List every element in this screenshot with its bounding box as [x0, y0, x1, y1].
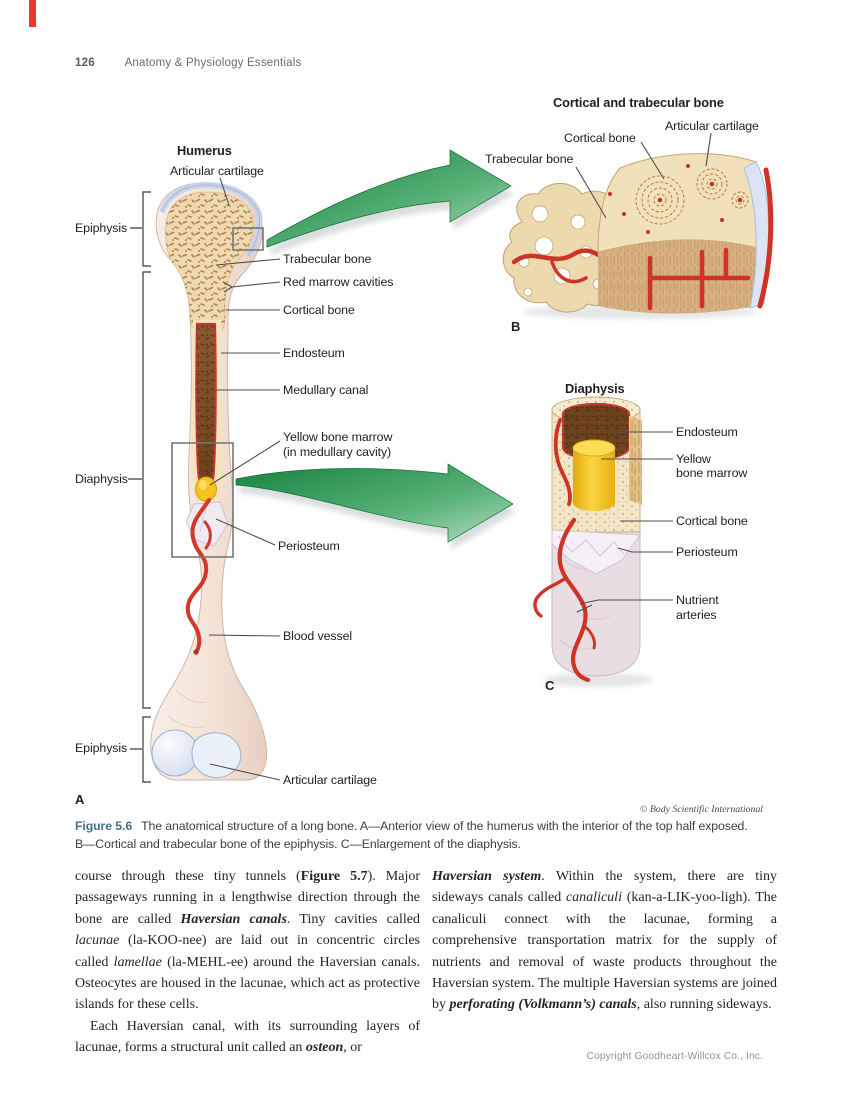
- epiphysis-diaphysis-brackets: [128, 191, 151, 783]
- label-periosteum-c: Periosteum: [676, 545, 738, 559]
- label-articular-cartilage-top: Articular cartilage: [170, 164, 264, 178]
- figure-caption: Figure 5.6 The anatomical structure of a …: [75, 818, 765, 853]
- humerus-title: Humerus: [177, 143, 232, 158]
- label-yellow-bone-marrow-a2: (in medullary cavity): [283, 445, 392, 459]
- zoom-box-epiphysis: [232, 227, 264, 251]
- label-yellow-c1: Yellow: [676, 452, 711, 466]
- page-number: 126: [75, 57, 95, 69]
- panel-c-title: Diaphysis: [565, 381, 625, 396]
- panel-letter-a: A: [75, 792, 85, 807]
- label-trabecular-bone: Trabecular bone: [283, 252, 372, 266]
- label-diaphysis: Diaphysis: [75, 472, 128, 486]
- figure-number: Figure 5.6: [75, 819, 133, 833]
- zoom-arrow-to-b: [266, 149, 514, 255]
- illustration-credit: © Body Scientific International: [639, 804, 763, 815]
- caption-line2: B—Cortical and trabecular bone of the ep…: [75, 836, 521, 851]
- label-yellow-c2: bone marrow: [676, 466, 748, 480]
- label-yellow-bone-marrow-a: Yellow bone marrow: [283, 430, 393, 444]
- label-nutrient-arteries-1: Nutrient: [676, 593, 719, 607]
- zoom-box-diaphysis: [171, 442, 234, 558]
- label-blood-vessel: Blood vessel: [283, 629, 353, 643]
- panel-letter-c: C: [545, 678, 555, 693]
- zoom-arrow-to-c: [235, 463, 516, 550]
- label-medullary-canal: Medullary canal: [283, 383, 369, 397]
- label-epiphysis-top: Epiphysis: [75, 221, 128, 235]
- diaphysis-illustration: [533, 396, 653, 687]
- body-text-left-column: course through these tiny tunnels (Figur…: [75, 869, 420, 1056]
- book-title: Anatomy & Physiology Essentials: [124, 57, 302, 69]
- copyright-notice: Copyright Goodheart-Willcox Co., Inc.: [586, 1051, 763, 1062]
- label-cortical-bone-a: Cortical bone: [283, 303, 355, 317]
- cortical-trabecular-illustration: [502, 153, 774, 319]
- label-articular-cartilage-b: Articular cartilage: [665, 119, 759, 133]
- label-trabecular-bone-b: Trabecular bone: [485, 152, 574, 166]
- page-header: 126 Anatomy & Physiology Essentials: [75, 57, 301, 69]
- label-articular-cartilage-bottom: Articular cartilage: [283, 773, 377, 787]
- label-epiphysis-bottom: Epiphysis: [75, 741, 128, 755]
- label-nutrient-arteries-2: arteries: [676, 608, 717, 622]
- label-cortical-bone-b: Cortical bone: [564, 131, 636, 145]
- panel-letter-b: B: [511, 319, 521, 334]
- humerus-illustration: [150, 181, 268, 781]
- label-red-marrow-cavities: Red marrow cavities: [283, 275, 394, 289]
- label-cortical-bone-c: Cortical bone: [676, 514, 748, 528]
- label-periosteum-a: Periosteum: [278, 539, 340, 553]
- caption-line1: The anatomical structure of a long bone.…: [141, 819, 748, 833]
- label-endosteum-c: Endosteum: [676, 425, 738, 439]
- label-endosteum-a: Endosteum: [283, 346, 345, 360]
- body-text-right-column: Haversian system. Within the system, the…: [432, 869, 777, 1013]
- panel-b-title: Cortical and trabecular bone: [553, 95, 724, 110]
- page-edge-tab: [29, 0, 36, 27]
